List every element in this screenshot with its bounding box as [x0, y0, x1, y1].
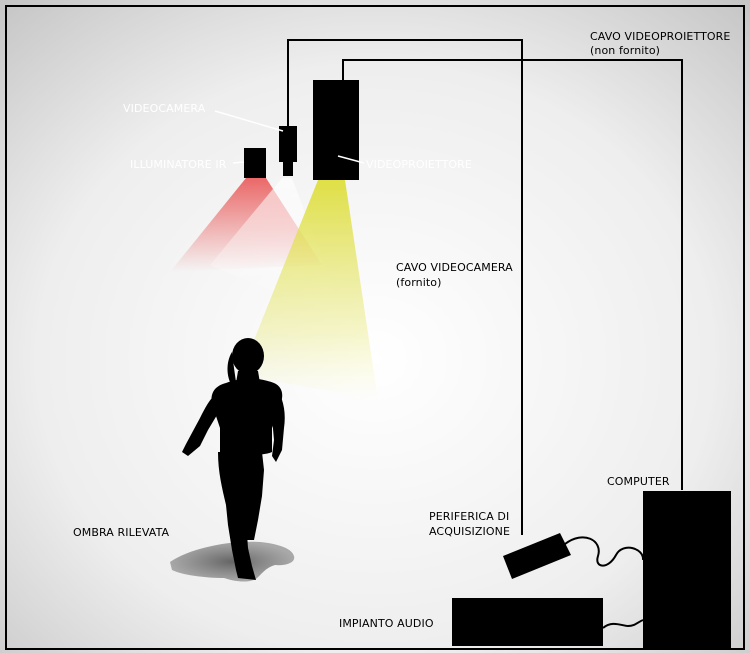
- frame: [5, 5, 745, 650]
- cavo-videocamera-label: CAVO VIDEOCAMERA: [396, 261, 513, 274]
- videocamera-cable: [287, 39, 523, 535]
- periferica-label-line2: ACQUISIZIONE: [429, 525, 510, 538]
- computer-label: COMPUTER: [607, 475, 670, 488]
- ombra-rilevata-label: OMBRA RILEVATA: [73, 526, 170, 539]
- cavo-videoproiettore-label: CAVO VIDEOPROIETTORE: [590, 30, 730, 43]
- person-silhouette: [182, 338, 285, 580]
- ir-illuminator: [244, 148, 266, 178]
- audio-system-device: [452, 598, 603, 646]
- videoproiettore-cable: [342, 59, 683, 490]
- periferica-label-line1: PERIFERICA DI: [429, 510, 509, 523]
- videocamera-device: [279, 126, 297, 176]
- cavo-videoproiettore-note: (non fornito): [590, 44, 660, 57]
- cavo-videocamera-note: (fornito): [396, 276, 442, 289]
- acquisition-device: [503, 533, 571, 579]
- videocamera-label: VIDEOCAMERA: [123, 102, 206, 115]
- projector-light-beam: [240, 180, 378, 400]
- videoproiettore-device: [313, 80, 359, 180]
- computer-device: [643, 491, 731, 648]
- videocamera-leader: [214, 110, 284, 132]
- illuminatore-ir-label: ILLUMINATORE IR: [130, 158, 227, 171]
- illuminatore-leader: [232, 161, 245, 164]
- videoproiettore-leader: [337, 155, 365, 164]
- acquisition-to-computer-cable: [564, 536, 644, 567]
- impianto-audio-label: IMPIANTO AUDIO: [339, 617, 434, 630]
- videoproiettore-label: VIDEOPROIETTORE: [366, 158, 472, 171]
- detected-shadow: [170, 541, 295, 582]
- audio-to-computer-cable: [602, 619, 644, 629]
